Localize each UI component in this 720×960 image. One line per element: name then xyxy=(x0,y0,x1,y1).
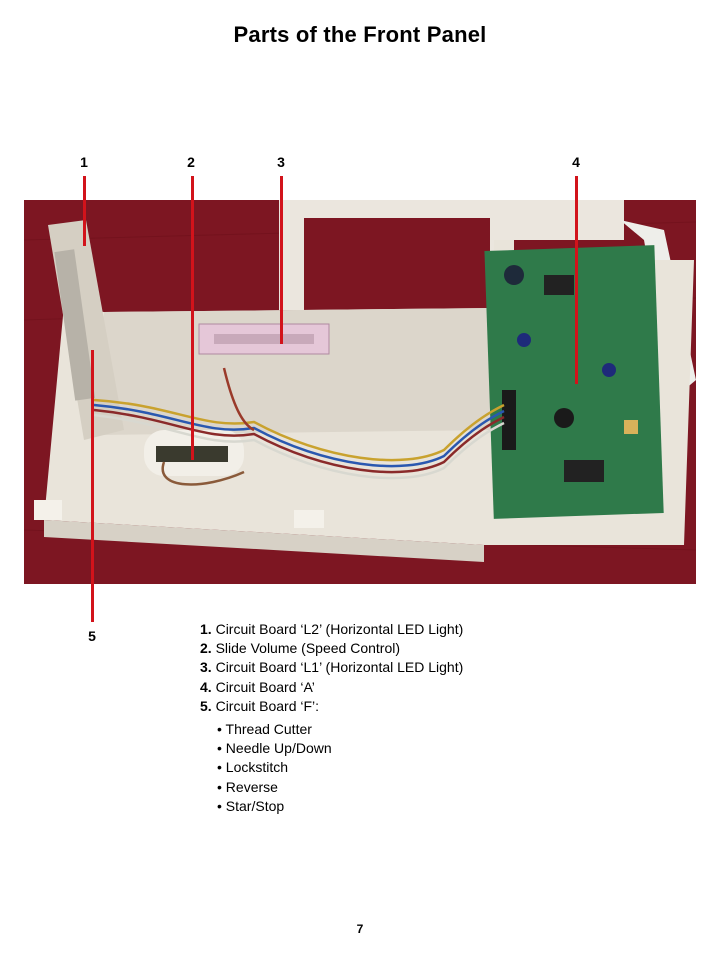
legend-item-2: 2. Slide Volume (Speed Control) xyxy=(200,640,401,657)
subitem-needle-up-down: • Needle Up/Down xyxy=(217,740,332,757)
subitem-thread-cutter: • Thread Cutter xyxy=(217,721,312,738)
subitem-start-stop: • Star/Stop xyxy=(217,797,285,814)
leader-line-1 xyxy=(83,176,86,246)
callout-number-5: 5 xyxy=(88,628,96,644)
legend-sublist: • Thread Cutter • Needle Up/Down • Locks… xyxy=(200,720,463,816)
callout-number-3: 3 xyxy=(277,154,285,170)
subitem-lockstitch: • Lockstitch xyxy=(217,759,289,776)
leader-line-4 xyxy=(575,176,578,384)
callout-number-4: 4 xyxy=(572,154,580,170)
subitem-reverse: • Reverse xyxy=(217,778,278,795)
leader-line-5 xyxy=(91,350,94,622)
legend-item-4: 4. Circuit Board ‘A’ xyxy=(200,678,315,695)
leader-line-3 xyxy=(280,176,283,344)
legend-item-3: 3. Circuit Board ‘L1’ (Horizontal LED Li… xyxy=(200,659,464,676)
legend-item-5: 5. Circuit Board ‘F’: xyxy=(200,697,320,714)
parts-legend: 1. Circuit Board ‘L2’ (Horizontal LED Li… xyxy=(200,620,463,816)
front-panel-photo xyxy=(24,200,696,584)
leader-line-2 xyxy=(191,176,194,460)
legend-item-1: 1. Circuit Board ‘L2’ (Horizontal LED Li… xyxy=(200,621,464,637)
callout-number-2: 2 xyxy=(187,154,195,170)
page-title: Parts of the Front Panel xyxy=(233,22,487,47)
page-number: 7 xyxy=(356,922,364,936)
callout-number-1: 1 xyxy=(80,154,88,170)
